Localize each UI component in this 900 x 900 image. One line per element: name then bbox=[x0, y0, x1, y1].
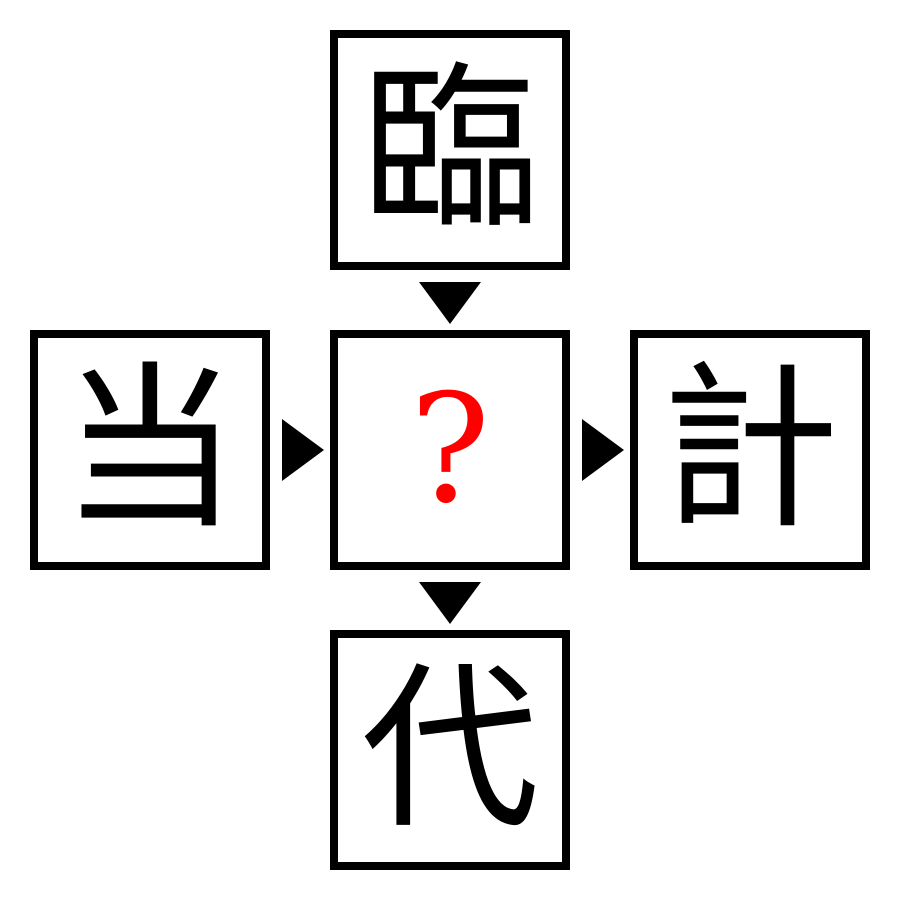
tile-right-char: 計 bbox=[661, 346, 839, 553]
tile-left-char: 当 bbox=[61, 346, 239, 553]
tile-bottom-char: 代 bbox=[361, 646, 539, 853]
arrow-down-icon bbox=[419, 582, 481, 624]
arrow-right-icon bbox=[282, 419, 324, 481]
tile-center-answer[interactable]: ? bbox=[330, 330, 570, 570]
tile-top-char: 臨 bbox=[361, 46, 539, 253]
tile-bottom: 代 bbox=[330, 630, 570, 870]
tile-left: 当 bbox=[30, 330, 270, 570]
arrow-down-icon bbox=[419, 282, 481, 324]
question-mark-icon: ? bbox=[409, 363, 491, 537]
tile-right: 計 bbox=[630, 330, 870, 570]
arrow-right-icon bbox=[582, 419, 624, 481]
tile-top: 臨 bbox=[330, 30, 570, 270]
